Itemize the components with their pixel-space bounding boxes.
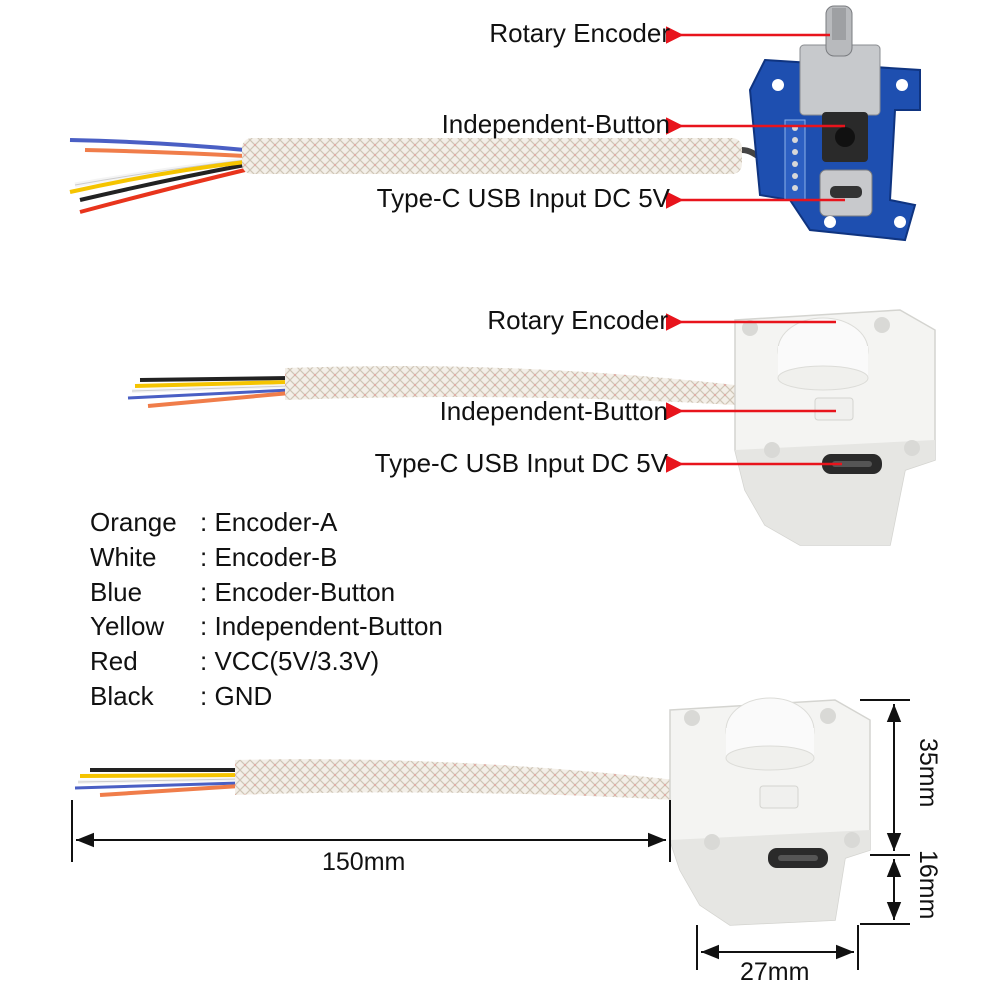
module2-arrows [666, 313, 842, 473]
legend-row-blue: Blue : Encoder-Button [90, 575, 443, 610]
module1-wires [69, 138, 246, 214]
legend-separator: : [200, 541, 208, 572]
module1-arrows [666, 26, 845, 209]
legend-function: Encoder-Button [214, 576, 396, 607]
legend-separator: : [200, 576, 208, 607]
legend-color: Orange [90, 507, 177, 537]
module2-label-typec-usb: Type-C USB Input DC 5V [374, 448, 668, 478]
legend-function: Encoder-B [214, 541, 338, 572]
module1-label-typec-usb: Type-C USB Input DC 5V [376, 183, 670, 213]
dimension-height-bottom: 16mm [914, 850, 942, 920]
legend-color: Blue [90, 576, 143, 607]
module1-braided-sleeve [242, 138, 742, 174]
legend-color: White [90, 541, 157, 572]
dimension-width: 27mm [740, 958, 810, 986]
module3-wires [74, 768, 241, 797]
module3-housing [669, 697, 871, 926]
legend-function: VCC(5V/3.3V) [214, 646, 380, 677]
legend-separator: : [200, 611, 208, 642]
module2-housing [734, 309, 936, 546]
legend-row-yellow: Yellow : Independent-Button [90, 609, 443, 644]
dimension-cable-length: 150mm [322, 848, 406, 876]
wire-color-legend: Orange : Encoder-A White : Encoder-B Blu… [90, 505, 443, 714]
dimension-height-top: 35mm [914, 738, 942, 808]
legend-row-white: White : Encoder-B [90, 540, 443, 575]
legend-function: GND [214, 680, 273, 711]
module2-braided-sleeve [285, 366, 735, 405]
legend-separator: : [200, 507, 208, 537]
legend-separator: : [200, 646, 208, 677]
legend-color: Yellow [90, 611, 165, 642]
dimension-lines [71, 699, 910, 970]
legend-row-orange: Orange : Encoder-A [90, 505, 443, 540]
legend-color: Red [90, 646, 138, 677]
module1-pcb [741, 5, 921, 242]
legend-separator: : [200, 680, 208, 711]
module2-wires [127, 376, 291, 408]
module2-label-rotary-encoder: Rotary Encoder [487, 305, 668, 335]
legend-row-black: Black : GND [90, 679, 443, 714]
legend-color: Black [90, 680, 154, 711]
module2-label-independent-button: Independent-Button [439, 396, 668, 426]
legend-function: Encoder-A [214, 507, 338, 537]
module3-braided-sleeve [235, 759, 675, 800]
module1-label-independent-button: Independent-Button [441, 109, 670, 139]
legend-row-red: Red : VCC(5V/3.3V) [90, 644, 443, 679]
legend-function: Independent-Button [214, 611, 443, 642]
module1-label-rotary-encoder: Rotary Encoder [489, 18, 670, 48]
